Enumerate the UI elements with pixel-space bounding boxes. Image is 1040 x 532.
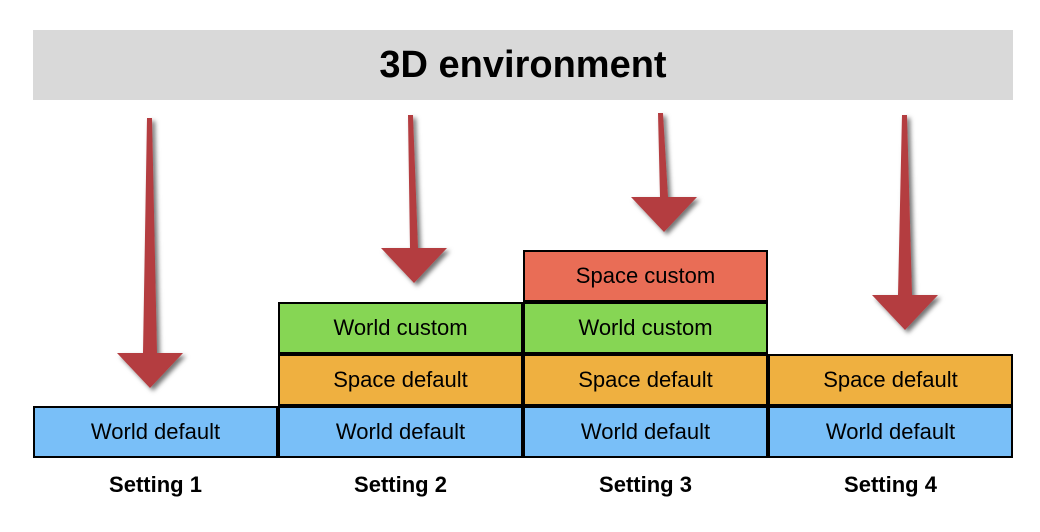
world-default-block: World default (523, 406, 768, 458)
arrow-down-icon (872, 115, 938, 330)
world-default-block: World default (768, 406, 1013, 458)
setting-label: Setting 3 (599, 472, 692, 497)
space-default-block: Space default (278, 354, 523, 406)
space-default-block: Space default (523, 354, 768, 406)
arrow-down-icon (381, 115, 447, 283)
setting-label: Setting 1 (109, 472, 202, 497)
world-default-block: World default (33, 406, 278, 458)
world-custom-block: World custom (523, 302, 768, 354)
space-default-block: Space default (768, 354, 1013, 406)
setting-label: Setting 4 (844, 472, 937, 497)
world-default-block: World default (278, 406, 523, 458)
setting-label: Setting 2 (354, 472, 447, 497)
environment-banner: 3D environment (33, 30, 1013, 100)
space-custom-block: Space custom (523, 250, 768, 302)
arrow-down-icon (117, 118, 183, 388)
world-custom-block: World custom (278, 302, 523, 354)
arrow-down-icon (631, 113, 697, 232)
